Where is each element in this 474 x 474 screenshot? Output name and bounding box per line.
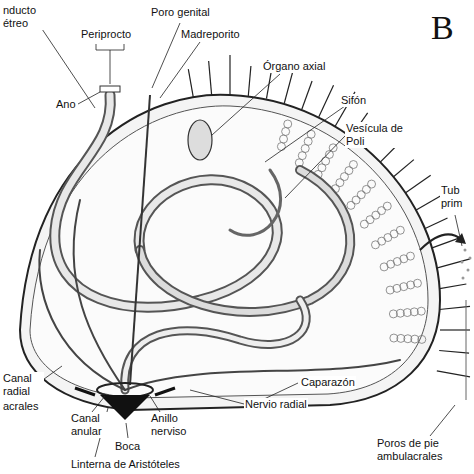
spine	[188, 69, 193, 99]
detail-figure	[461, 249, 472, 280]
leader-lines	[40, 23, 462, 457]
plate	[371, 241, 379, 249]
plate	[349, 161, 357, 169]
part-label: Órgano axial	[262, 60, 326, 73]
figure-letter: B	[430, 10, 455, 46]
part-label: Tub prim	[440, 184, 472, 210]
spine	[437, 284, 467, 289]
part-label: acrales	[2, 400, 39, 413]
plate	[366, 216, 374, 224]
nerve-ring	[75, 388, 175, 395]
part-label: Poros de pie ambulacrales	[376, 437, 474, 463]
spine	[439, 306, 470, 309]
ring-canal	[97, 383, 153, 397]
plate	[396, 226, 404, 234]
plate	[413, 279, 421, 287]
spine	[402, 175, 431, 195]
part-label: Linterna de Aristóteles	[70, 458, 181, 471]
spine	[229, 55, 230, 95]
part-label: Canal anular	[70, 412, 117, 438]
plate	[360, 220, 368, 228]
axial-organ	[188, 120, 212, 160]
spine	[439, 350, 469, 353]
stone-canal	[130, 95, 150, 385]
plate	[384, 234, 392, 242]
plate	[406, 252, 414, 260]
spine	[248, 66, 251, 96]
plate	[347, 201, 355, 209]
plate	[277, 143, 285, 151]
spine	[391, 160, 414, 179]
spine	[437, 371, 470, 377]
plate	[418, 335, 426, 343]
spine	[302, 81, 312, 109]
part-label: Madreporito	[180, 28, 241, 41]
part-label: Caparazón	[300, 376, 356, 389]
plate	[284, 120, 292, 128]
part-label: nducto étreo	[2, 4, 46, 30]
part-label: Boca	[114, 440, 141, 453]
plate	[368, 180, 376, 188]
plate	[372, 211, 380, 219]
plate	[383, 202, 391, 210]
part-label: Nervio radial	[244, 398, 308, 411]
test-outline	[20, 95, 440, 410]
part-label: Vesícula de Poli	[345, 122, 409, 148]
plate	[282, 128, 290, 136]
plate	[378, 207, 386, 215]
detail-arrow	[420, 234, 462, 250]
detail-outline	[466, 300, 467, 400]
spine	[433, 259, 470, 269]
plate	[352, 196, 360, 204]
part-label: Ano	[55, 98, 77, 111]
plate	[280, 135, 288, 143]
part-label: Poro genital	[150, 6, 211, 19]
part-label: Periprocto	[80, 28, 132, 41]
plate	[378, 237, 386, 245]
plate	[417, 307, 425, 315]
plate	[362, 185, 370, 193]
plate	[357, 191, 365, 199]
spine	[209, 61, 212, 96]
part-label: Sifón	[340, 94, 367, 107]
part-label: Canal radial	[2, 372, 44, 398]
plate	[390, 230, 398, 238]
periproct	[100, 86, 120, 92]
spine	[319, 85, 334, 117]
part-label: Anillo nerviso	[150, 412, 212, 438]
